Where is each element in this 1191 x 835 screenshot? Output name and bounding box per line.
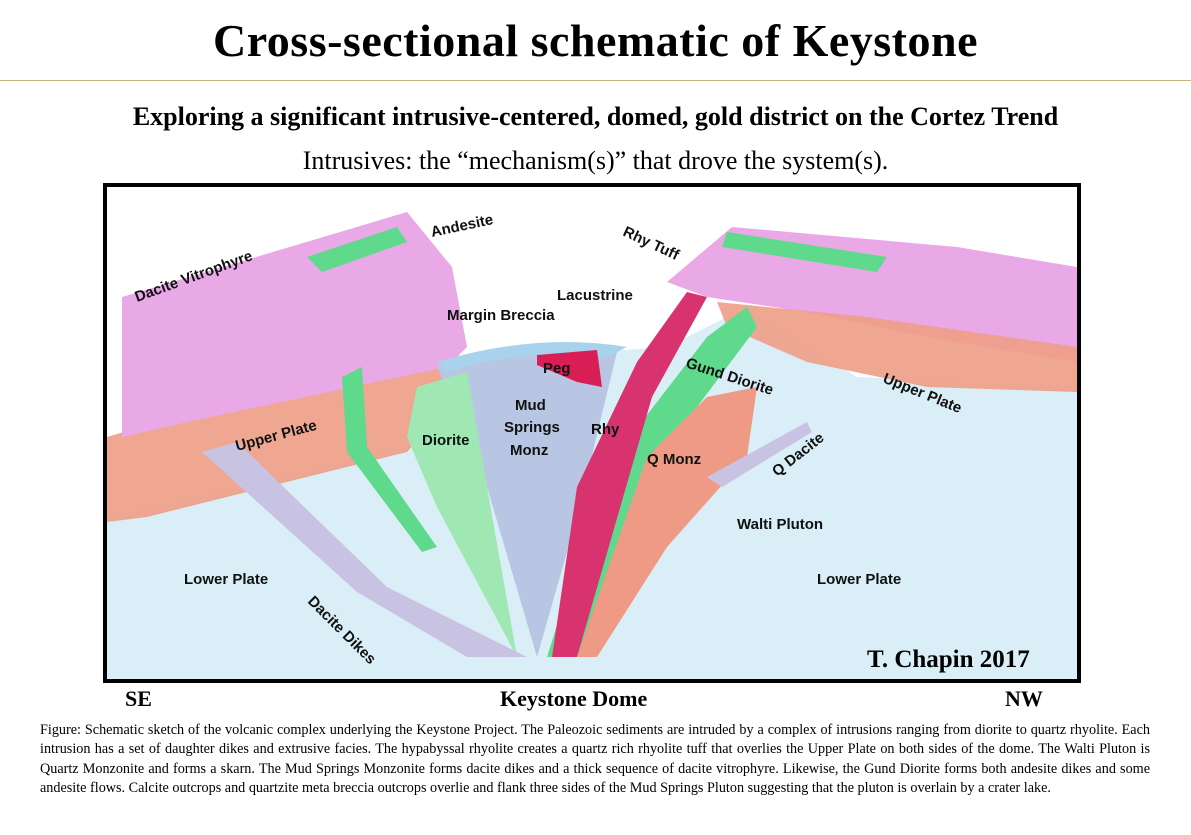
direction-se: SE: [125, 686, 152, 711]
cross-section-diagram: Dacite Vitrophyre Andesite Rhy Tuff Lacu…: [103, 183, 1081, 683]
andesite-band-right: [722, 232, 887, 272]
label-lacustrine: Lacustrine: [557, 287, 633, 304]
label-margin-breccia: Margin Breccia: [447, 307, 555, 324]
dome-label: Keystone Dome: [500, 686, 648, 711]
q-monz-body: [577, 387, 757, 657]
label-mud: Mud: [515, 397, 546, 414]
page-title: Cross-sectional schematic of Keystone: [212, 15, 978, 66]
label-lower-plate-right: Lower Plate: [817, 571, 901, 588]
page-subtitle: Exploring a significant intrusive-center…: [132, 102, 1059, 131]
label-lower-plate-left: Lower Plate: [184, 571, 268, 588]
label-springs: Springs: [504, 419, 560, 436]
rhyolite-dike: [552, 292, 707, 657]
mud-springs-dome: [437, 347, 617, 657]
label-rhy: Rhy: [591, 421, 620, 438]
title-divider: [0, 80, 1191, 81]
diorite-dike-left: [342, 367, 437, 552]
upper-plate-right-area: [717, 302, 1077, 392]
diorite-body: [407, 372, 517, 657]
cross-section-svg: Dacite Vitrophyre Andesite Rhy Tuff Lacu…: [107, 187, 1077, 679]
volcanic-right-area: [667, 227, 1077, 362]
label-peg: Peg: [543, 360, 571, 377]
andesite-band-left: [307, 227, 407, 272]
page-tagline: Intrusives: the “mechanism(s)” that drov…: [302, 146, 889, 175]
dacite-dikes-body: [202, 442, 527, 657]
upper-plate-left-area: [107, 337, 467, 522]
lacustrine-lens: [437, 342, 627, 372]
diagram-credit: T. Chapin 2017: [867, 646, 1030, 673]
label-walti-pluton: Walti Pluton: [737, 516, 823, 533]
q-dacite-dike: [707, 422, 812, 487]
figure-caption: Figure: Schematic sketch of the volcanic…: [40, 722, 1150, 797]
volcanic-left-area: [122, 212, 467, 437]
label-diorite: Diorite: [422, 432, 470, 449]
direction-nw: NW: [1005, 686, 1043, 711]
pegmatite-body: [537, 350, 602, 387]
label-q-monz: Q Monz: [647, 451, 701, 468]
label-monz: Monz: [510, 442, 548, 459]
